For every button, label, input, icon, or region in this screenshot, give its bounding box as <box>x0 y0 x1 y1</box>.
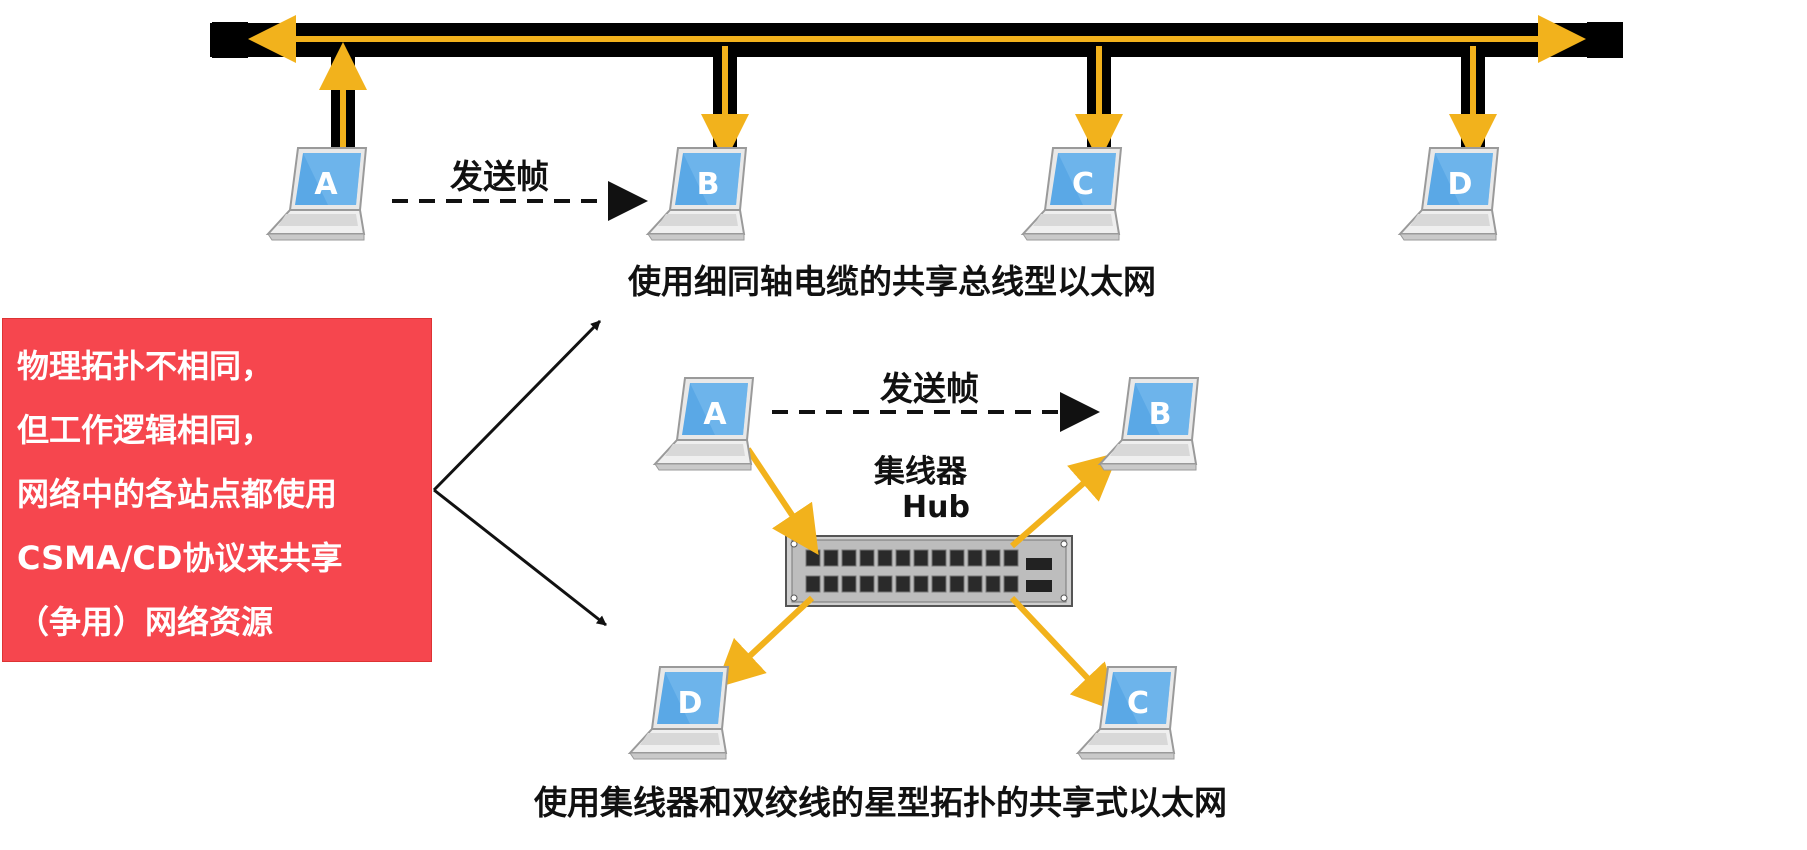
link-hub-d <box>715 595 815 689</box>
star-laptop-c-letter: C <box>1127 686 1149 721</box>
bus-send-label: 发送帧 <box>450 157 549 196</box>
star-caption: 使用集线器和双绞线的星型拓扑的共享式以太网 <box>534 783 1227 822</box>
note-line-3: 网络中的各站点都使用 <box>17 475 338 513</box>
hub-port <box>949 575 965 593</box>
bus-drop-d <box>1449 46 1497 162</box>
star-laptop-d: D <box>629 666 729 760</box>
bus-drop-c <box>1075 46 1123 162</box>
hub-port <box>805 549 821 567</box>
hub-port <box>823 549 839 567</box>
hub-port <box>949 549 965 567</box>
hub-port <box>841 575 857 593</box>
hub-port <box>985 549 1001 567</box>
bus-cable <box>210 15 1623 63</box>
bus-drop-b <box>701 46 749 162</box>
hub-port <box>859 575 875 593</box>
hub-port <box>967 549 983 567</box>
bus-caption: 使用细同轴电缆的共享总线型以太网 <box>628 262 1156 301</box>
hub-port <box>1003 549 1019 567</box>
star-laptop-a-letter: A <box>703 397 727 432</box>
bus-laptop-b: B <box>647 147 747 241</box>
star-laptop-c: C <box>1077 666 1177 760</box>
hub-port <box>805 575 821 593</box>
bus-drop-a <box>319 42 367 164</box>
link-a-hub <box>745 447 819 555</box>
link-hub-b <box>1010 452 1120 549</box>
star-laptop-a: A <box>654 377 754 471</box>
hub-port <box>985 575 1001 593</box>
hub-port <box>877 575 893 593</box>
bus-laptop-a-letter: A <box>314 167 338 202</box>
bus-laptop-b-letter: B <box>697 167 720 202</box>
note-line-1: 物理拓扑不相同， <box>17 347 274 385</box>
bus-laptop-a: A <box>267 147 367 241</box>
bus-laptop-c-letter: C <box>1072 167 1094 202</box>
hub-port <box>859 549 875 567</box>
hub-port <box>913 549 929 567</box>
link-hub-c <box>1009 595 1121 713</box>
note-pointer-arrows <box>432 319 607 627</box>
note-line-5: （争用）网络资源 <box>17 603 274 641</box>
hub-port <box>823 575 839 593</box>
bus-laptop-c: C <box>1022 147 1122 241</box>
hub-port <box>913 575 929 593</box>
bus-laptop-d: D <box>1399 147 1499 241</box>
hub-port <box>967 575 983 593</box>
star-laptop-b-letter: B <box>1149 397 1172 432</box>
note-box: 物理拓扑不相同， 但工作逻辑相同， 网络中的各站点都使用 CSMA/CD协议来共… <box>2 318 432 662</box>
note-line-2: 但工作逻辑相同， <box>17 411 274 449</box>
bus-laptop-d-letter: D <box>1448 167 1473 202</box>
hub-port <box>931 549 947 567</box>
hub-name: 集线器 <box>874 454 967 490</box>
hub-port <box>877 549 893 567</box>
hub-port <box>841 549 857 567</box>
hub-port <box>895 549 911 567</box>
hub-port <box>1003 575 1019 593</box>
hub-device <box>785 535 1073 607</box>
star-laptop-b: B <box>1099 377 1199 471</box>
hub-english: Hub <box>902 490 970 525</box>
note-line-4: CSMA/CD协议来共享 <box>17 539 343 577</box>
star-send-label: 发送帧 <box>880 369 979 408</box>
hub-port <box>931 575 947 593</box>
star-laptop-d-letter: D <box>678 686 703 721</box>
hub-port <box>895 575 911 593</box>
